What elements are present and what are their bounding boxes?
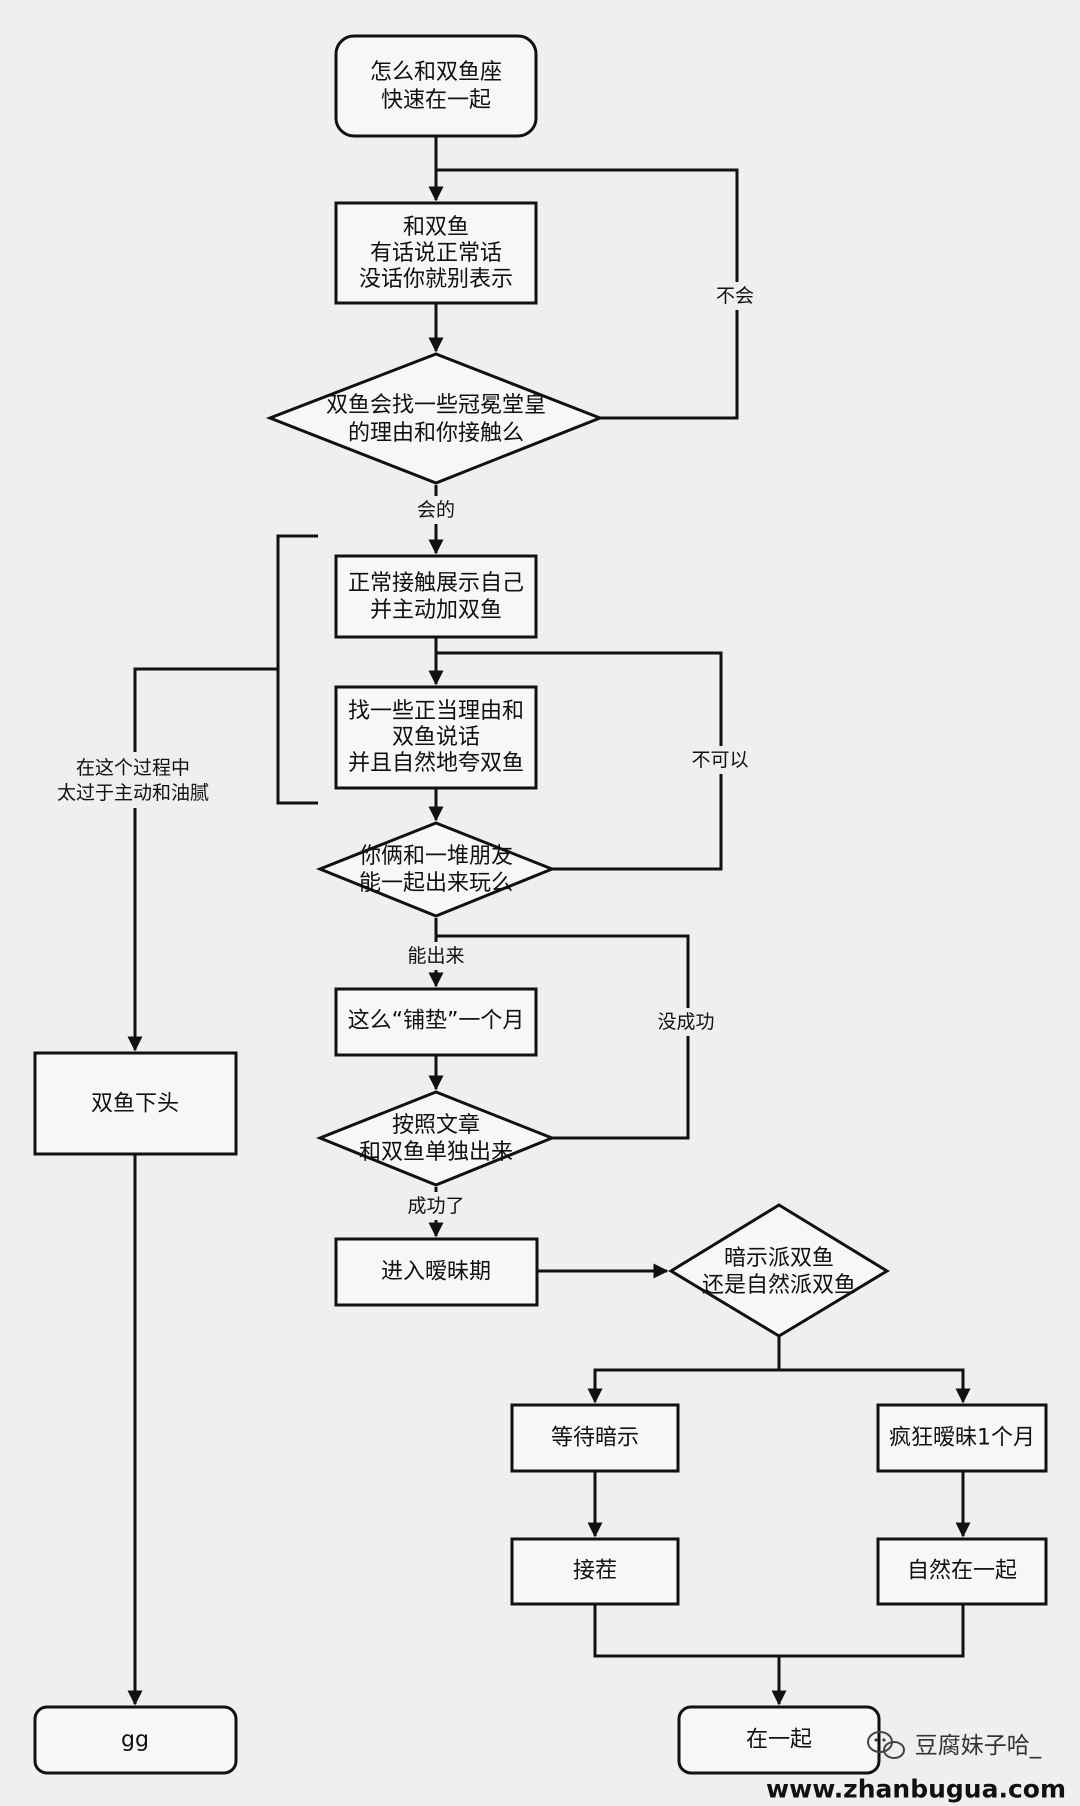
node-show: 正常接触展示自己并主动加双鱼 xyxy=(334,554,538,639)
edge-labels: 不会 会的 不可以 在这个过程中太过于主动和油腻 能出来 没成功 成功了 xyxy=(45,282,760,1220)
node-ambig: 进入暧昧期 xyxy=(334,1237,539,1307)
node-catch: 接茬 xyxy=(510,1537,680,1606)
label-yes-will: 会的 xyxy=(417,499,455,521)
node-start-line-2: 快速在一起 xyxy=(381,88,491,113)
node-lose-label: 双鱼下头 xyxy=(91,1092,179,1117)
svg-text:双鱼会找一些冠冕堂皇的理由和你接触么: 双鱼会找一些冠冕堂皇的理由和你接触么 xyxy=(326,393,546,446)
watermark: 豆腐妹子哈_ www.zhanbugua.com xyxy=(766,1731,1066,1804)
node-start: 怎么和双鱼座快速在一起 xyxy=(334,34,538,138)
watermark-account: 豆腐妹子哈_ xyxy=(915,1733,1042,1759)
edge-bracket-lose xyxy=(127,667,278,1052)
node-reason-line-1: 找一些正当理由和 xyxy=(348,699,524,724)
watermark-url: www.zhanbugua.com xyxy=(766,1775,1066,1804)
label-failed: 没成功 xyxy=(657,1011,714,1033)
decision-q1-line-1: 双鱼会找一些冠冕堂皇 xyxy=(326,393,546,418)
node-talk-line-3: 没话你就别表示 xyxy=(359,267,513,292)
decision-q4: 暗示派双鱼还是自然派双鱼 xyxy=(668,1203,890,1338)
label-can-go: 能出来 xyxy=(407,945,464,967)
node-show-line-1: 正常接触展示自己 xyxy=(348,571,524,596)
wechat-icon xyxy=(867,1731,905,1759)
node-reason-line-2: 双鱼说话 xyxy=(392,725,480,750)
node-natural-label: 自然在一起 xyxy=(907,1559,1017,1584)
node-show-line-2: 并主动加双鱼 xyxy=(370,598,502,623)
node-pave: 这么“铺垫”一个月 xyxy=(334,987,538,1057)
decision-q3-line-1: 按照文章 xyxy=(392,1113,480,1138)
label-too-active-line-1: 在这个过程中 xyxy=(76,757,190,779)
node-wait: 等待暗示 xyxy=(510,1403,680,1473)
edge-catch-merge xyxy=(593,1604,965,1658)
decision-q4-line-1: 暗示派双鱼 xyxy=(724,1246,834,1271)
decision-q4-line-2: 还是自然派双鱼 xyxy=(702,1273,856,1298)
bracket xyxy=(276,534,318,805)
label-too-active-line-2: 太过于主动和油腻 xyxy=(57,782,209,804)
decision-q3-line-2: 和双鱼单独出来 xyxy=(359,1140,513,1165)
node-start-line-1: 怎么和双鱼座 xyxy=(370,60,502,85)
decision-q3: 按照文章和双鱼单独出来 xyxy=(315,1090,557,1187)
label-success: 成功了 xyxy=(407,1195,464,1217)
label-cannot: 不可以 xyxy=(691,749,748,771)
decision-q2-line-2: 能一起出来玩么 xyxy=(359,871,513,896)
node-talk: 和双鱼有话说正常话没话你就别表示 xyxy=(334,201,538,305)
node-crazy: 疯狂暧昧1个月 xyxy=(876,1403,1048,1473)
node-lose: 双鱼下头 xyxy=(33,1051,238,1156)
node-gg: gg xyxy=(33,1705,238,1775)
node-catch-label: 接茬 xyxy=(573,1559,617,1584)
decision-q2: 你俩和一堆朋友能一起出来玩么 xyxy=(315,821,557,918)
svg-text:在这个过程中太过于主动和油腻: 在这个过程中太过于主动和油腻 xyxy=(57,757,209,804)
svg-text:暗示派双鱼还是自然派双鱼: 暗示派双鱼还是自然派双鱼 xyxy=(702,1246,856,1298)
node-pave-label: 这么“铺垫”一个月 xyxy=(348,1009,525,1034)
svg-text:你俩和一堆朋友能一起出来玩么: 你俩和一堆朋友能一起出来玩么 xyxy=(359,844,513,896)
node-crazy-label: 疯狂暧昧1个月 xyxy=(889,1426,1035,1451)
node-gg-label: gg xyxy=(121,1728,149,1753)
node-natural: 自然在一起 xyxy=(876,1537,1048,1606)
edge-q4-split-right xyxy=(779,1368,971,1404)
decision-q2-line-1: 你俩和一堆朋友 xyxy=(359,844,513,869)
svg-text:找一些正当理由和双鱼说话并且自然地夸双鱼: 找一些正当理由和双鱼说话并且自然地夸双鱼 xyxy=(348,699,524,776)
node-together: 在一起 xyxy=(677,1705,881,1775)
node-wait-label: 等待暗示 xyxy=(551,1426,639,1451)
edge-q4-split xyxy=(587,1336,781,1404)
node-together-label: 在一起 xyxy=(746,1728,812,1753)
edge-q3-fail-loop xyxy=(436,934,690,1140)
decision-q1-line-2: 的理由和你接触么 xyxy=(348,421,524,446)
svg-text:怎么和双鱼座快速在一起: 怎么和双鱼座快速在一起 xyxy=(370,60,502,113)
decision-q1: 双鱼会找一些冠冕堂皇的理由和你接触么 xyxy=(265,352,605,485)
node-reason: 找一些正当理由和双鱼说话并且自然地夸双鱼 xyxy=(334,685,538,790)
svg-text:正常接触展示自己并主动加双鱼: 正常接触展示自己并主动加双鱼 xyxy=(348,571,524,623)
svg-text:和双鱼有话说正常话没话你就别表示: 和双鱼有话说正常话没话你就别表示 xyxy=(359,215,513,292)
label-no-will: 不会 xyxy=(716,285,754,307)
node-ambig-label: 进入暧昧期 xyxy=(381,1260,491,1285)
node-talk-line-1: 和双鱼 xyxy=(403,215,469,240)
node-reason-line-3: 并且自然地夸双鱼 xyxy=(348,751,524,776)
node-talk-line-2: 有话说正常话 xyxy=(370,241,502,266)
svg-text:按照文章和双鱼单独出来: 按照文章和双鱼单独出来 xyxy=(359,1113,513,1165)
